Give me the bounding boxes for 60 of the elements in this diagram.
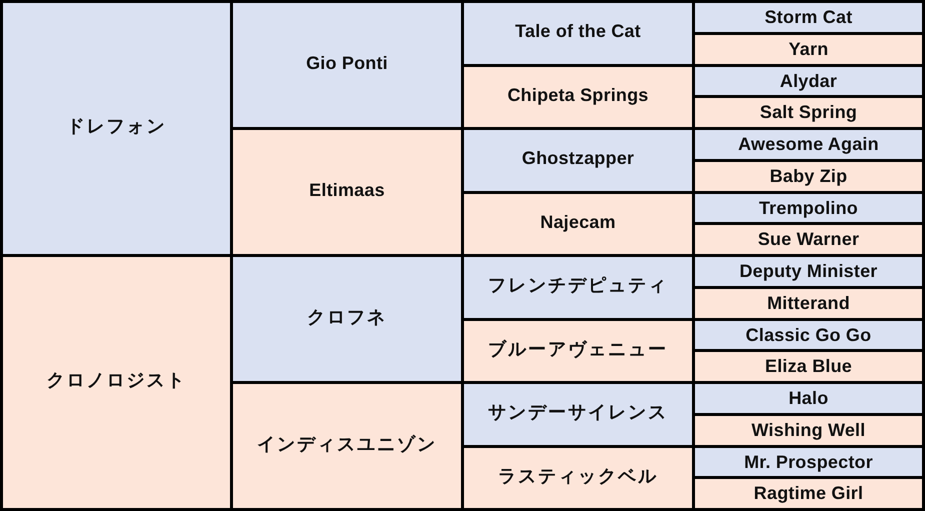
horse-name: Storm Cat	[764, 7, 852, 28]
horse-name: Wishing Well	[752, 420, 866, 441]
pedigree-cell	[692, 32, 925, 67]
pedigree-cell	[461, 318, 695, 384]
pedigree-cell	[461, 0, 695, 67]
horse-name: Najecam	[540, 212, 616, 232]
horse-name: ドレフォン	[66, 116, 166, 137]
pedigree-cell	[461, 381, 695, 448]
horse-name: Alydar	[780, 70, 838, 92]
horse-name: Eltimaas	[309, 180, 385, 200]
horse-name: インディスユニゾン	[257, 434, 437, 454]
pedigree-cell	[692, 127, 925, 162]
pedigree-cell	[0, 254, 233, 511]
pedigree-cell	[692, 349, 925, 384]
horse-name: Yarn	[788, 39, 828, 60]
horse-name: Halo	[788, 388, 828, 409]
pedigree-cell	[692, 191, 925, 225]
pedigree-cell	[230, 0, 464, 130]
pedigree-cell	[461, 191, 695, 257]
horse-name: サンデーサイレンス	[488, 402, 668, 423]
pedigree-cell	[461, 64, 695, 130]
pedigree-cell	[692, 445, 925, 479]
horse-name: クロフネ	[307, 306, 387, 328]
horse-name: Awesome Again	[738, 134, 879, 155]
horse-name: Baby Zip	[770, 166, 848, 187]
horse-name: Salt Spring	[760, 102, 858, 123]
horse-name: Chipeta Springs	[507, 84, 648, 106]
pedigree-cell	[692, 0, 925, 35]
horse-name: Gio Ponti	[306, 52, 388, 74]
horse-name: クロノロジスト	[46, 370, 186, 391]
pedigree-cell	[0, 0, 233, 257]
horse-name: Tale of the Cat	[515, 21, 641, 42]
pedigree-cell	[692, 476, 925, 511]
pedigree-cell	[692, 318, 925, 352]
horse-name: Eliza Blue	[764, 356, 852, 377]
pedigree-cell	[461, 254, 695, 321]
horse-name: Classic Go Go	[746, 324, 872, 346]
horse-name: Ragtime Girl	[754, 483, 864, 504]
horse-name: Deputy Minister	[739, 261, 878, 282]
pedigree-cell	[692, 64, 925, 98]
pedigree-cell	[692, 95, 925, 130]
pedigree-cell	[692, 413, 925, 448]
pedigree-cell	[461, 445, 695, 511]
horse-name: Mr. Prospector	[744, 452, 873, 472]
pedigree-cell	[230, 254, 464, 384]
horse-name: Ghostzapper	[522, 148, 634, 169]
pedigree-cell	[230, 127, 464, 257]
pedigree-cell	[692, 159, 925, 194]
horse-name: Trempolino	[758, 198, 858, 218]
pedigree-cell	[692, 286, 925, 321]
horse-name: ブルーアヴェニュー	[488, 338, 668, 360]
horse-name: ラスティックベル	[498, 466, 658, 486]
pedigree-cell	[461, 127, 695, 194]
pedigree-cell	[692, 381, 925, 416]
pedigree-cell	[692, 222, 925, 257]
horse-name: Mitterand	[767, 293, 850, 314]
pedigree-cell	[692, 254, 925, 289]
horse-name: フレンチデピュティ	[488, 275, 668, 296]
horse-name: Sue Warner	[758, 229, 860, 250]
pedigree-cell	[230, 381, 464, 511]
